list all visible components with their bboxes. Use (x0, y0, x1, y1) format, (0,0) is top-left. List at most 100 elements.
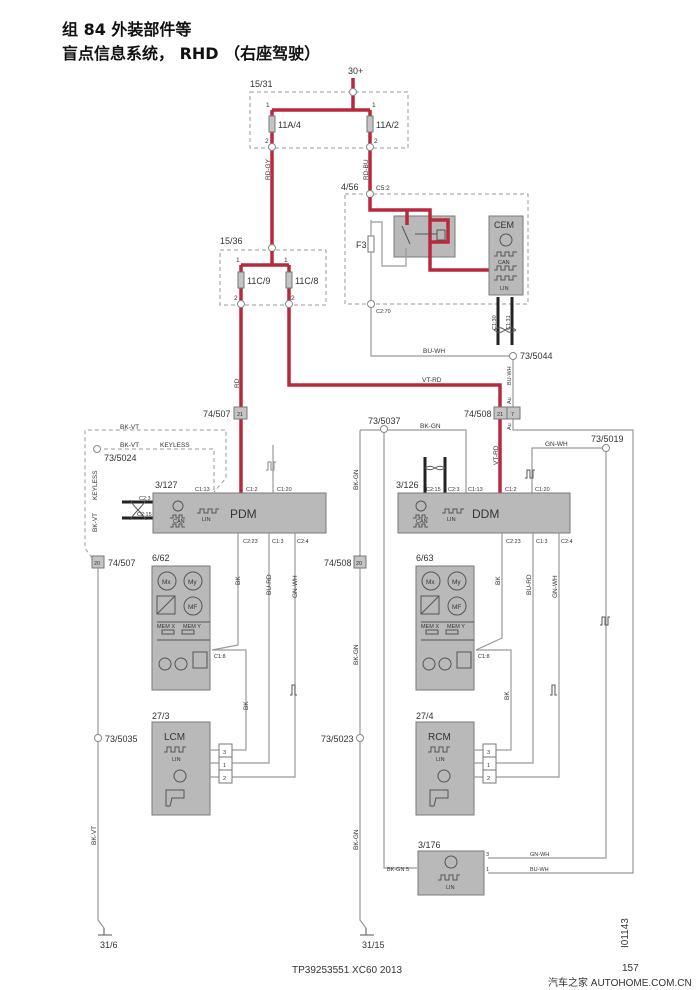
can-label: CAN (173, 519, 185, 525)
splice-label: 73/5019 (591, 434, 624, 444)
cem-box (344, 193, 529, 305)
page-number: 157 (622, 963, 639, 974)
supply-wires (270, 78, 372, 248)
connector-label: C2:23 (243, 539, 258, 545)
wire-color: RD-GY (265, 158, 272, 180)
can-label: CAN (498, 260, 510, 266)
mirror-left: Mx My MF MEM X MEM Y (151, 565, 211, 691)
pin-label: 2 (374, 138, 378, 145)
mem-x-label: MEM X (421, 624, 439, 630)
motor-x-label: Mx (426, 579, 435, 586)
can-bus-wires (122, 500, 153, 520)
lin-label: LIN (500, 286, 509, 292)
pin-label: 1 (236, 257, 240, 264)
lin-label: LIN (436, 757, 445, 763)
wire-color: BK-VT (91, 826, 98, 845)
fuse-box-label: 15/31 (250, 79, 273, 89)
pin-label: 21 (497, 412, 503, 418)
fused-wires (239, 251, 502, 493)
wire-color: BK (235, 576, 242, 585)
f3-wires (370, 220, 510, 357)
wire-color: BK-VT (120, 442, 139, 449)
wire-color: VT-RD (493, 445, 500, 465)
connector-label: C1:2 (246, 487, 258, 493)
connector-74-507 (233, 406, 248, 420)
wire-color: BK (504, 691, 511, 700)
splice-label: 73/5044 (520, 351, 553, 361)
wire-color: BK-GN (353, 644, 360, 665)
lamp-icon (429, 789, 449, 807)
wire-color: BK-GN (353, 829, 360, 850)
page-subtitle: 盲点信息系统， RHD （右座驾驶） (62, 44, 321, 63)
terminal (366, 143, 374, 151)
page-title: 组 84 外装部件等 (62, 20, 192, 39)
lcm-module (151, 721, 211, 816)
transistor-icon (415, 500, 427, 512)
pin-label: 3 (486, 852, 489, 858)
connector-label: C1:2 (505, 487, 517, 493)
rcm-wires (474, 749, 483, 778)
splice-icon (509, 352, 517, 360)
lcm-connector (218, 743, 233, 784)
ddm-output-wires (475, 533, 560, 778)
terminal (349, 88, 357, 96)
fuse-label: F3 (356, 240, 367, 250)
pin-label: 3 (223, 750, 226, 756)
can-bus-wires (496, 297, 514, 345)
connector-label: C2:15 (426, 487, 441, 493)
connector-label: 74/508 (464, 409, 492, 419)
module-name: LCM (164, 732, 185, 743)
splice-label: 73/5037 (368, 416, 401, 426)
wire-color: BU-RD (266, 574, 273, 595)
mirror-right: Mx My MF MEM X MEM Y (415, 565, 475, 691)
fuse-11a4 (268, 115, 276, 133)
signal-wave-icon (438, 874, 460, 881)
pin-label: 21 (237, 412, 243, 418)
connector-label: C1:13 (468, 487, 483, 493)
can-bus-wires (423, 457, 447, 493)
signal-wave-icon (164, 746, 186, 753)
wire-color: BK (495, 576, 502, 585)
wire-color: BK-GN 5 (387, 867, 409, 873)
pin-label: 3 (487, 750, 490, 756)
document-id: TP39253551 XC60 2013 (292, 965, 403, 976)
fuse-11a2 (366, 115, 374, 133)
terminal (268, 143, 276, 151)
wire-color: GN-WH (530, 852, 549, 858)
splice-icon (380, 425, 388, 433)
lcm-wires (210, 749, 219, 778)
transistor-icon (172, 500, 184, 512)
splice-icon (94, 734, 102, 742)
transistor-icon (499, 233, 513, 247)
pin-label: 2 (223, 776, 226, 782)
wire-color: BU-WH (507, 366, 513, 385)
connector-74-508-pin20 (353, 555, 367, 569)
signal-wave-icon (428, 746, 450, 753)
module-name: RCM (428, 732, 451, 743)
wire-color: GN-WH (552, 575, 559, 598)
pin-label: 7 (511, 412, 514, 418)
fuse-11c9 (237, 271, 245, 289)
bus-wires (488, 360, 634, 874)
connector-label: 74/507 (203, 409, 231, 419)
signal-wave-icon (525, 469, 610, 626)
wire-color: KEYLESS (92, 470, 99, 500)
module-id: 27/3 (152, 711, 170, 721)
pin-label: 2 (487, 776, 490, 782)
terminal (268, 244, 276, 252)
fuse-box-15-31 (249, 91, 409, 149)
connector-label: C5:2 (376, 185, 390, 192)
terminal (237, 300, 245, 308)
pdm-lin-wire (266, 445, 276, 493)
lin-label: LIN (446, 885, 455, 891)
terminal (367, 300, 375, 308)
wire-color: BK (243, 701, 250, 710)
transistor-icon (444, 855, 458, 869)
pin-label: 2 (234, 295, 238, 302)
pin-label: 1 (284, 257, 288, 264)
motor-y-label: My (452, 579, 461, 586)
pin-label: 1 (372, 102, 376, 109)
signal-wave-icon (413, 508, 464, 528)
connector-label: 74/508 (324, 558, 352, 568)
connector-label: C1:3 (272, 539, 284, 545)
